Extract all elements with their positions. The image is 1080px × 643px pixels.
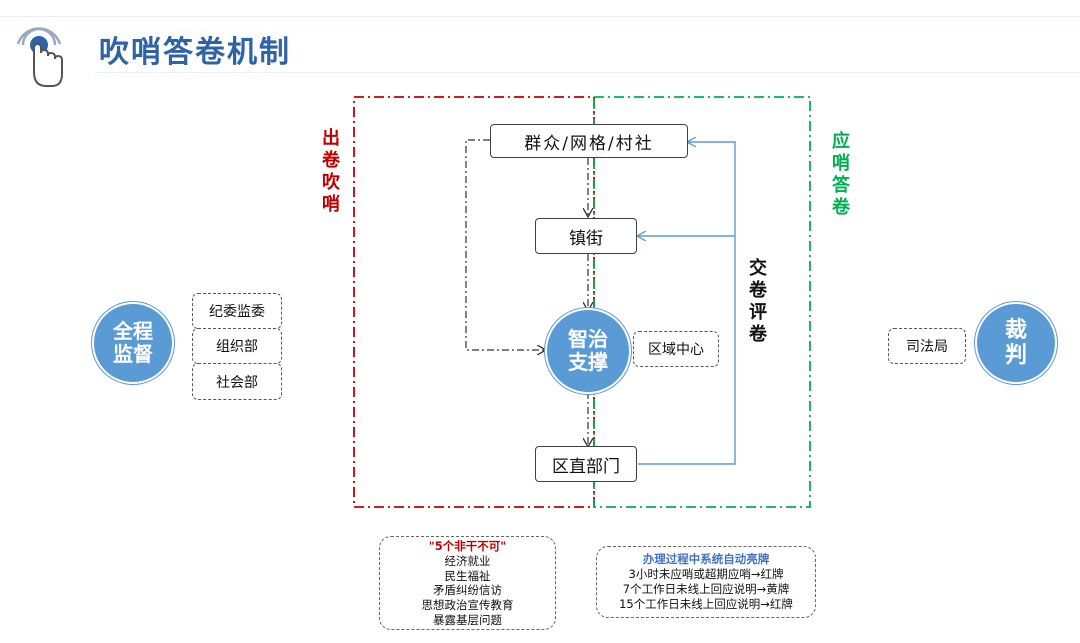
supervision-item-3: 社会部 — [192, 363, 282, 400]
supervision-item-1: 纪委监委 — [192, 293, 282, 329]
feedback-label: 交卷评卷 — [743, 258, 769, 346]
auto-card-note-title: 办理过程中系统自动亮牌 — [642, 552, 770, 566]
page-title: 吹哨答卷机制 — [99, 35, 291, 70]
masses-node: 群众/网格/村社 — [490, 124, 688, 158]
must-do-item-1: 经济就业 — [444, 553, 491, 568]
support-circle-line1: 智治 — [568, 327, 608, 351]
judicial-bureau-box: 司法局 — [888, 328, 966, 364]
must-do-item-4: 思想政治宣传教育 — [421, 598, 514, 613]
header-top-rule — [0, 16, 1080, 17]
right-section-label: 应哨答卷 — [829, 131, 850, 219]
green-section-frame — [593, 96, 811, 508]
town-node: 镇街 — [535, 218, 637, 254]
must-do-item-3: 矛盾纠纷信访 — [433, 583, 502, 598]
must-do-note-title: "5个非干不可" — [428, 539, 507, 553]
supervision-circle: 全程 监督 — [92, 302, 174, 384]
left-section-label: 出卷吹哨 — [319, 128, 340, 216]
auto-card-note: 办理过程中系统自动亮牌 3小时未应哨或超期应哨→红牌 7个工作日未线上回应说明→… — [596, 546, 816, 618]
judgment-circle-line1: 裁 — [1004, 317, 1027, 343]
supervision-circle-line2: 监督 — [113, 342, 153, 366]
arrow-masses-to-support — [465, 139, 545, 350]
auto-card-item-2: 7个工作日未线上回应说明→黄牌 — [622, 582, 790, 596]
support-circle: 智治 支撑 — [545, 308, 631, 394]
auto-card-item-1: 3小时未应哨或超期应哨→红牌 — [628, 567, 784, 581]
header-bottom-rule — [95, 72, 1080, 73]
supervision-circle-line1: 全程 — [113, 319, 153, 343]
pointer-hand-icon — [8, 14, 70, 90]
support-circle-line2: 支撑 — [568, 350, 608, 374]
must-do-item-2: 民生福祉 — [444, 568, 491, 583]
feedback-line — [638, 142, 736, 465]
regional-center-box: 区域中心 — [633, 331, 719, 367]
must-do-item-5: 暴露基层问题 — [433, 612, 502, 627]
must-do-note: "5个非干不可" 经济就业 民生福祉 矛盾纠纷信访 思想政治宣传教育 暴露基层问… — [379, 536, 556, 630]
auto-card-item-3: 15个工作日未线上回应说明→红牌 — [619, 597, 793, 611]
supervision-item-2: 组织部 — [192, 328, 282, 364]
district-dept-node: 区直部门 — [535, 446, 637, 482]
judgment-circle: 裁 判 — [975, 302, 1057, 384]
judgment-circle-line2: 判 — [1004, 343, 1027, 368]
